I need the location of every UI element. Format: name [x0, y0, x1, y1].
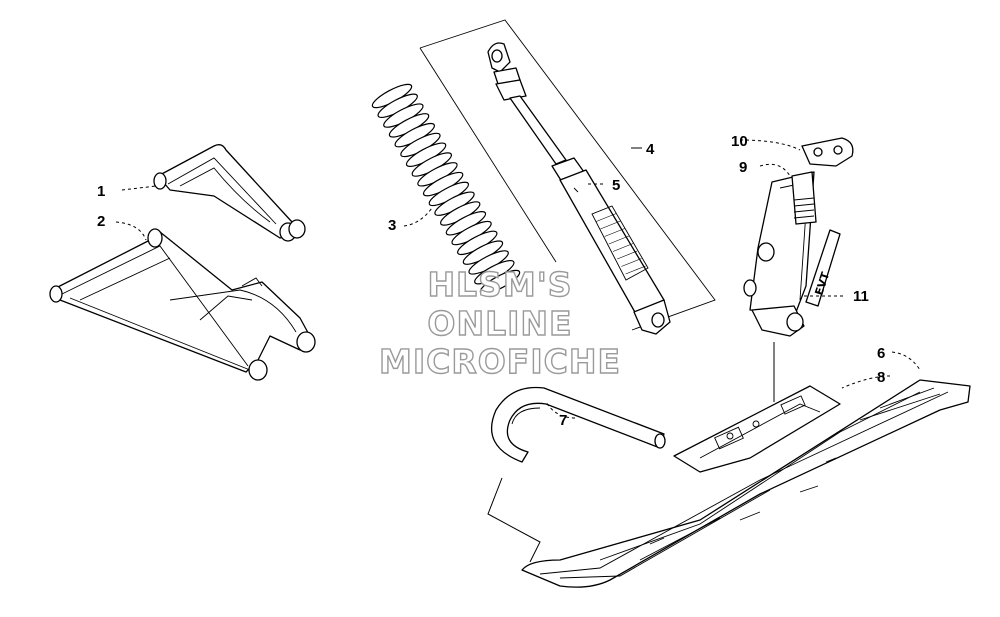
callout-7: 7 [559, 412, 567, 429]
knurl-line [591, 205, 613, 215]
ski [521, 379, 971, 588]
shock-absorber [487, 42, 671, 335]
watermark-line-2: ONLINE [427, 304, 572, 343]
callout-9: 9 [739, 159, 747, 176]
ski-handle [491, 386, 666, 463]
knurled-grip [591, 205, 646, 275]
callout-10: 10 [731, 133, 748, 150]
watermark-line-1: HLSM'S [427, 265, 572, 304]
callout-3: 3 [388, 217, 396, 234]
callout-2: 2 [97, 213, 105, 230]
upper-a-arm [153, 144, 306, 242]
knurl-line [596, 213, 617, 222]
watermark: HLSM'S ONLINE MICROFICHE [378, 264, 621, 381]
knurl-line [600, 220, 621, 230]
ski-spindle: EVT [743, 137, 854, 337]
knurl-line [617, 250, 638, 260]
knurl-line [621, 258, 642, 267]
knurl-line [604, 228, 625, 237]
spring-coil [479, 269, 521, 295]
watermark-line-3: MICROFICHE [379, 342, 621, 381]
callouts: 1 2 3 4 5 6 7 8 9 10 11 [97, 133, 885, 429]
callout-11: 11 [853, 288, 869, 305]
callout-5: 5 [612, 177, 620, 194]
knurl-line [608, 235, 629, 245]
callout-4: 4 [646, 141, 655, 158]
knurl-line [625, 265, 646, 275]
callout-6: 6 [877, 345, 885, 362]
leader-lines [115, 139, 921, 563]
callout-8: 8 [877, 369, 885, 386]
shock-assembly-frame [419, 19, 716, 331]
coil-spring [371, 83, 521, 295]
lower-a-arm [49, 228, 316, 381]
callout-1: 1 [97, 183, 105, 200]
knurl-line [612, 243, 634, 252]
